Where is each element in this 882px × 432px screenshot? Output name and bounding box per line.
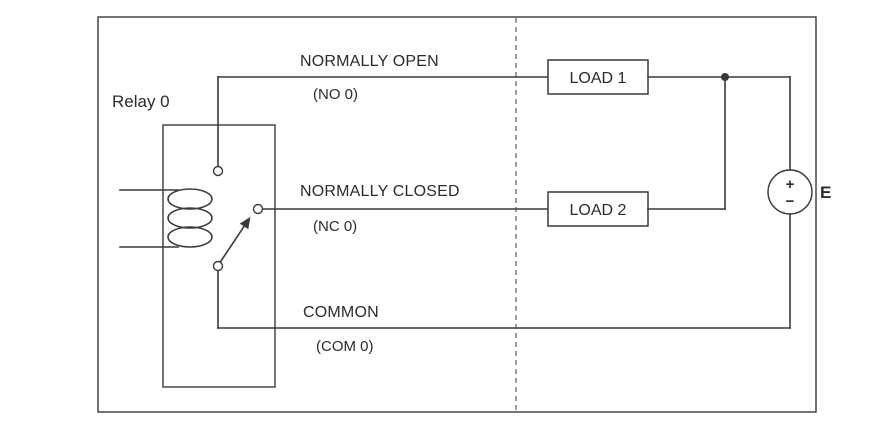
no-contact bbox=[212, 165, 224, 177]
load1-label: LOAD 1 bbox=[570, 70, 627, 87]
relay-label: Relay 0 bbox=[112, 92, 170, 111]
label-normally-closed: NORMALLY CLOSED bbox=[300, 183, 460, 200]
relay-coil bbox=[167, 188, 213, 248]
nc-contact bbox=[252, 203, 264, 215]
label-common: COMMON bbox=[303, 304, 379, 321]
source-label: E bbox=[820, 183, 831, 202]
source-plus-sign: + bbox=[786, 176, 795, 193]
coil-loop bbox=[167, 226, 213, 248]
load2-box bbox=[547, 191, 649, 227]
source-minus-sign: − bbox=[786, 193, 795, 210]
com-contact bbox=[212, 260, 224, 272]
outer-frame bbox=[97, 16, 817, 413]
label-no-code: (NO 0) bbox=[313, 86, 358, 103]
switch-armature bbox=[219, 216, 251, 263]
load2-label: LOAD 2 bbox=[570, 202, 627, 219]
label-com-code: (COM 0) bbox=[316, 338, 374, 355]
label-nc-code: (NC 0) bbox=[313, 218, 357, 235]
coil-loop bbox=[167, 207, 213, 229]
coil-loop bbox=[167, 188, 213, 210]
relay-body bbox=[162, 124, 276, 388]
label-normally-open: NORMALLY OPEN bbox=[300, 53, 439, 70]
